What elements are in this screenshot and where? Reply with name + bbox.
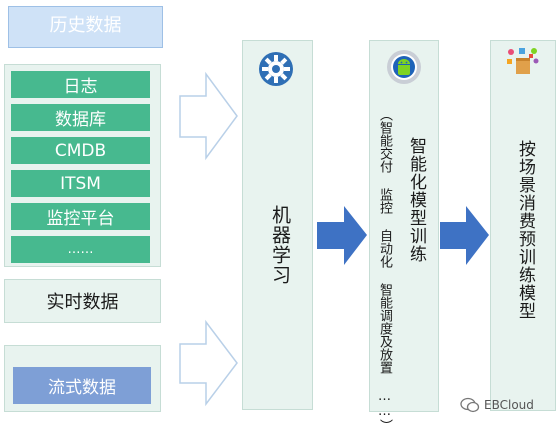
history-item-itsm: ITSM xyxy=(11,170,150,197)
history-item-more: …… xyxy=(11,236,150,263)
history-title: 历史数据 xyxy=(8,6,163,48)
model-training-subtitle: （智能交付 监控 自动化 智能调度及放置 ……） xyxy=(377,108,392,432)
arrow-training-to-scenario xyxy=(440,206,489,265)
realtime-item-stream: 流式数据 xyxy=(13,367,151,404)
scenario-box xyxy=(490,40,556,411)
realtime-title: 实时数据 xyxy=(4,279,161,323)
history-item-monitoring: 监控平台 xyxy=(11,203,150,230)
model-training-title: 智能化模型训练 xyxy=(406,137,426,263)
machine-learning-label: 机器学习 xyxy=(269,205,291,285)
history-item-database: 数据库 xyxy=(11,104,150,131)
consumer-apps-icon xyxy=(507,48,539,74)
scenario-label: 按场景消费预训练模型 xyxy=(515,140,535,320)
model-training-box xyxy=(369,40,439,412)
arrow-realtime-to-ml xyxy=(179,319,238,407)
machine-learning-box xyxy=(242,40,313,410)
gear-icon xyxy=(259,52,293,86)
history-item-log: 日志 xyxy=(11,71,150,98)
wechat-icon xyxy=(460,397,480,413)
android-gear-icon xyxy=(387,50,421,84)
watermark: EBCloud xyxy=(460,397,534,413)
arrow-history-to-ml xyxy=(179,71,238,161)
history-item-cmdb: CMDB xyxy=(11,137,150,164)
arrow-ml-to-training xyxy=(317,206,367,265)
